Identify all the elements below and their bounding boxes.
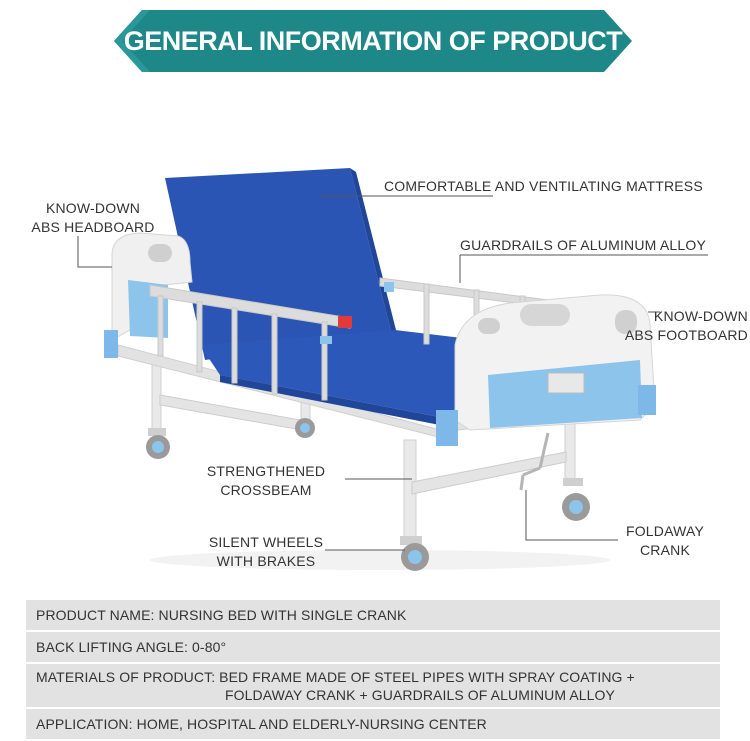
spec-table: PRODUCT NAME: NURSING BED WITH SINGLE CR… bbox=[26, 600, 720, 741]
headboard-label-line1: KNOW-DOWN bbox=[45, 200, 141, 216]
materials-line1: MATERIALS OF PRODUCT: BED FRAME MADE OF … bbox=[36, 669, 635, 685]
headboard-callout-line bbox=[77, 236, 112, 268]
crank-callout-line bbox=[525, 490, 618, 541]
guardrail-left bbox=[149, 284, 352, 401]
crossbeam-label-line2: CROSSBEAM bbox=[220, 482, 312, 498]
spec-row-product-name: PRODUCT NAME: NURSING BED WITH SINGLE CR… bbox=[26, 600, 720, 630]
wheel bbox=[400, 536, 429, 571]
crossbeam-label-line1: STRENGTHENED bbox=[206, 463, 326, 479]
wheels-label: SILENT WHEELS WITH BRAKES bbox=[196, 533, 336, 571]
banner-title: GENERAL INFORMATION OF PRODUCT bbox=[123, 26, 623, 56]
footboard-label-line2: ABS FOOTBOARD bbox=[624, 327, 748, 343]
wheels-label-line2: WITH BRAKES bbox=[216, 553, 316, 569]
spec-row-materials: MATERIALS OF PRODUCT: BED FRAME MADE OF … bbox=[26, 664, 720, 707]
crank-label: FOLDAWAY CRANK bbox=[615, 522, 715, 560]
guardrails-label: GUARDRAILS OF ALUMINUM ALLOY bbox=[460, 237, 706, 253]
mattress-seat bbox=[200, 330, 520, 420]
bed-illustration bbox=[77, 168, 708, 571]
mattress-back bbox=[165, 168, 392, 360]
spec-row-application: APPLICATION: HOME, HOSPITAL AND ELDERLY-… bbox=[26, 709, 720, 739]
crank-label-line2: CRANK bbox=[639, 542, 690, 558]
wheel bbox=[295, 418, 315, 438]
spec-row-back-angle: BACK LIFTING ANGLE: 0-80° bbox=[26, 632, 720, 662]
crank-label-line1: FOLDAWAY bbox=[625, 523, 705, 539]
wheel bbox=[146, 428, 170, 459]
wheels-label-line1: SILENT WHEELS bbox=[208, 534, 324, 550]
crossbeam-label: STRENGTHENED CROSSBEAM bbox=[196, 462, 336, 500]
mattress-label: COMFORTABLE AND VENTILATING MATTRESS bbox=[384, 178, 703, 194]
footboard bbox=[436, 294, 656, 446]
wheel bbox=[562, 478, 590, 521]
headboard-label-line2: ABS HEADBOARD bbox=[31, 219, 155, 235]
headboard-label: KNOW-DOWN ABS HEADBOARD bbox=[24, 199, 162, 237]
crank bbox=[519, 432, 550, 491]
materials-line2: FOLDAWAY CRANK + GUARDRAILS OF ALUMINUM … bbox=[225, 687, 615, 703]
footboard-label-line1: KNOW-DOWN bbox=[653, 308, 748, 324]
callout-lines bbox=[77, 195, 708, 551]
footboard-label: KNOW-DOWN ABS FOOTBOARD bbox=[620, 307, 748, 345]
header-banner: GENERAL INFORMATION OF PRODUCT bbox=[114, 10, 632, 72]
banner-shape bbox=[114, 10, 632, 72]
